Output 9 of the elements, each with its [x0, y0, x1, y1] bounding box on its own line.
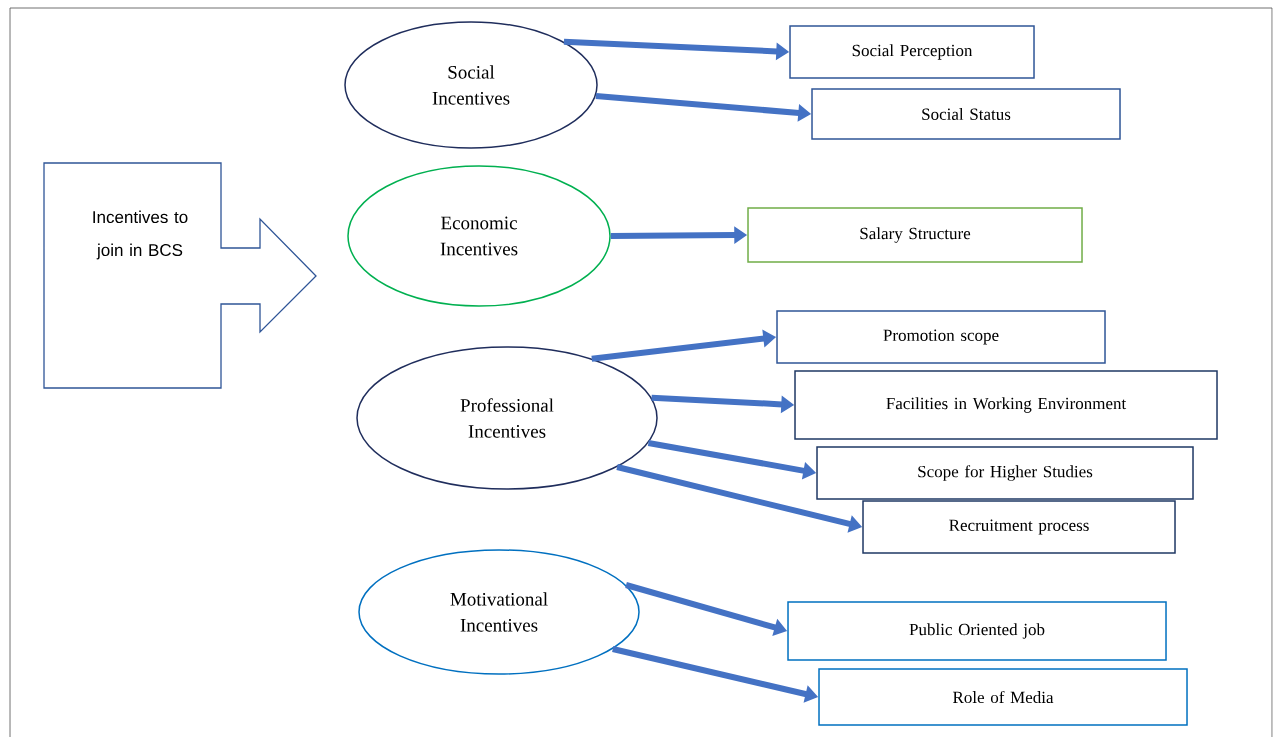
text-box: Role of Media: [818, 668, 1188, 726]
text-box: Recruitment process: [862, 500, 1176, 554]
text-box: Salary Structure: [747, 207, 1083, 263]
text-box: Facilities in Working Environment: [794, 370, 1218, 440]
text-box: Promotion scope: [776, 310, 1106, 364]
text-box: Scope for Higher Studies: [816, 446, 1194, 500]
text-box: Public Oriented job: [787, 601, 1167, 661]
text-box: Social Perception: [789, 25, 1035, 79]
text-box: Social Status: [811, 88, 1121, 140]
